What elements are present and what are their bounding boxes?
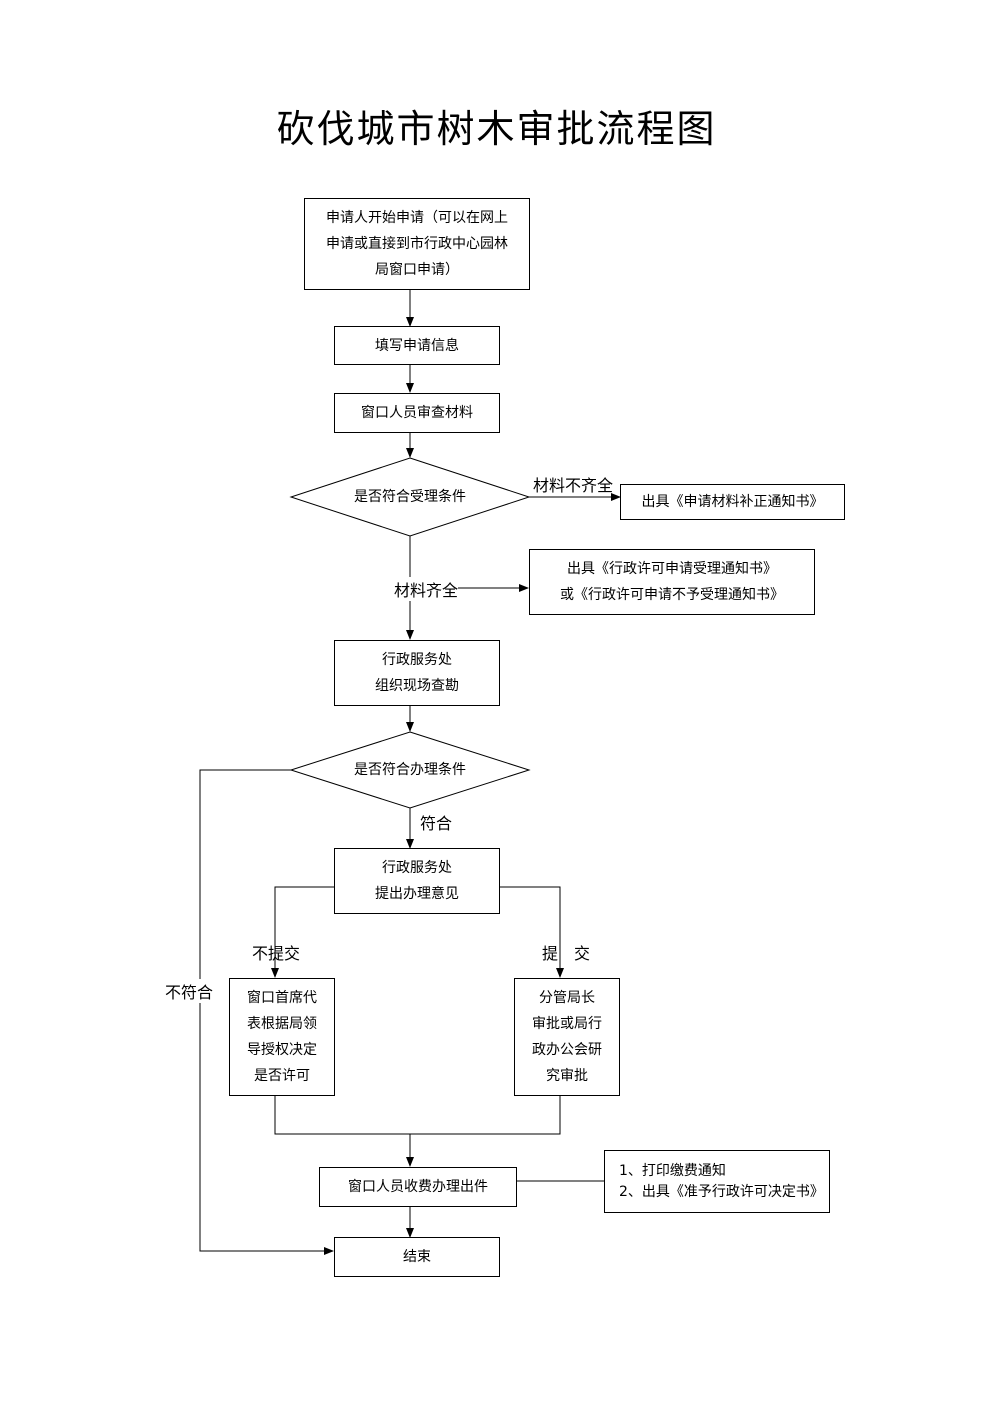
submit-label: 提 交 — [542, 944, 591, 963]
meets-label: 符合 — [420, 814, 453, 833]
materials-incomplete-label: 材料不齐全 — [533, 476, 614, 495]
accept-condition-decision: 是否符合受理条件 — [354, 489, 466, 505]
site-inspection-box: 行政服务处 组织现场查勘 — [334, 640, 500, 706]
end-box: 结束 — [334, 1237, 500, 1277]
page-title: 砍伐城市树木审批流程图 — [276, 107, 717, 151]
not-meets-label: 不符合 — [165, 979, 214, 1003]
start-application-box: 申请人开始申请（可以在网上 申请或直接到市行政中心园林 局窗口申请） — [304, 198, 530, 290]
print-notices-box: 1、打印缴费通知 2、出具《准予行政许可决定书》 — [604, 1150, 830, 1213]
handling-opinion-box: 行政服务处 提出办理意见 — [334, 848, 500, 914]
fee-issue-box: 窗口人员收费办理出件 — [319, 1167, 517, 1207]
window-chief-decision-box: 窗口首席代 表根据局领 导授权决定 是否许可 — [229, 978, 335, 1096]
supplement-notice-box: 出具《申请材料补正通知书》 — [620, 484, 845, 520]
materials-complete-label: 材料齐全 — [394, 577, 459, 601]
fill-info-box: 填写申请信息 — [334, 326, 500, 365]
handle-condition-decision: 是否符合办理条件 — [354, 762, 466, 778]
not-submit-label: 不提交 — [252, 944, 301, 963]
review-materials-box: 窗口人员审查材料 — [334, 393, 500, 433]
deputy-director-approval-box: 分管局长 审批或局行 政办公会研 究审批 — [514, 978, 620, 1096]
accept-notice-box: 出具《行政许可申请受理通知书》 或《行政许可申请不予受理通知书》 — [529, 549, 815, 615]
